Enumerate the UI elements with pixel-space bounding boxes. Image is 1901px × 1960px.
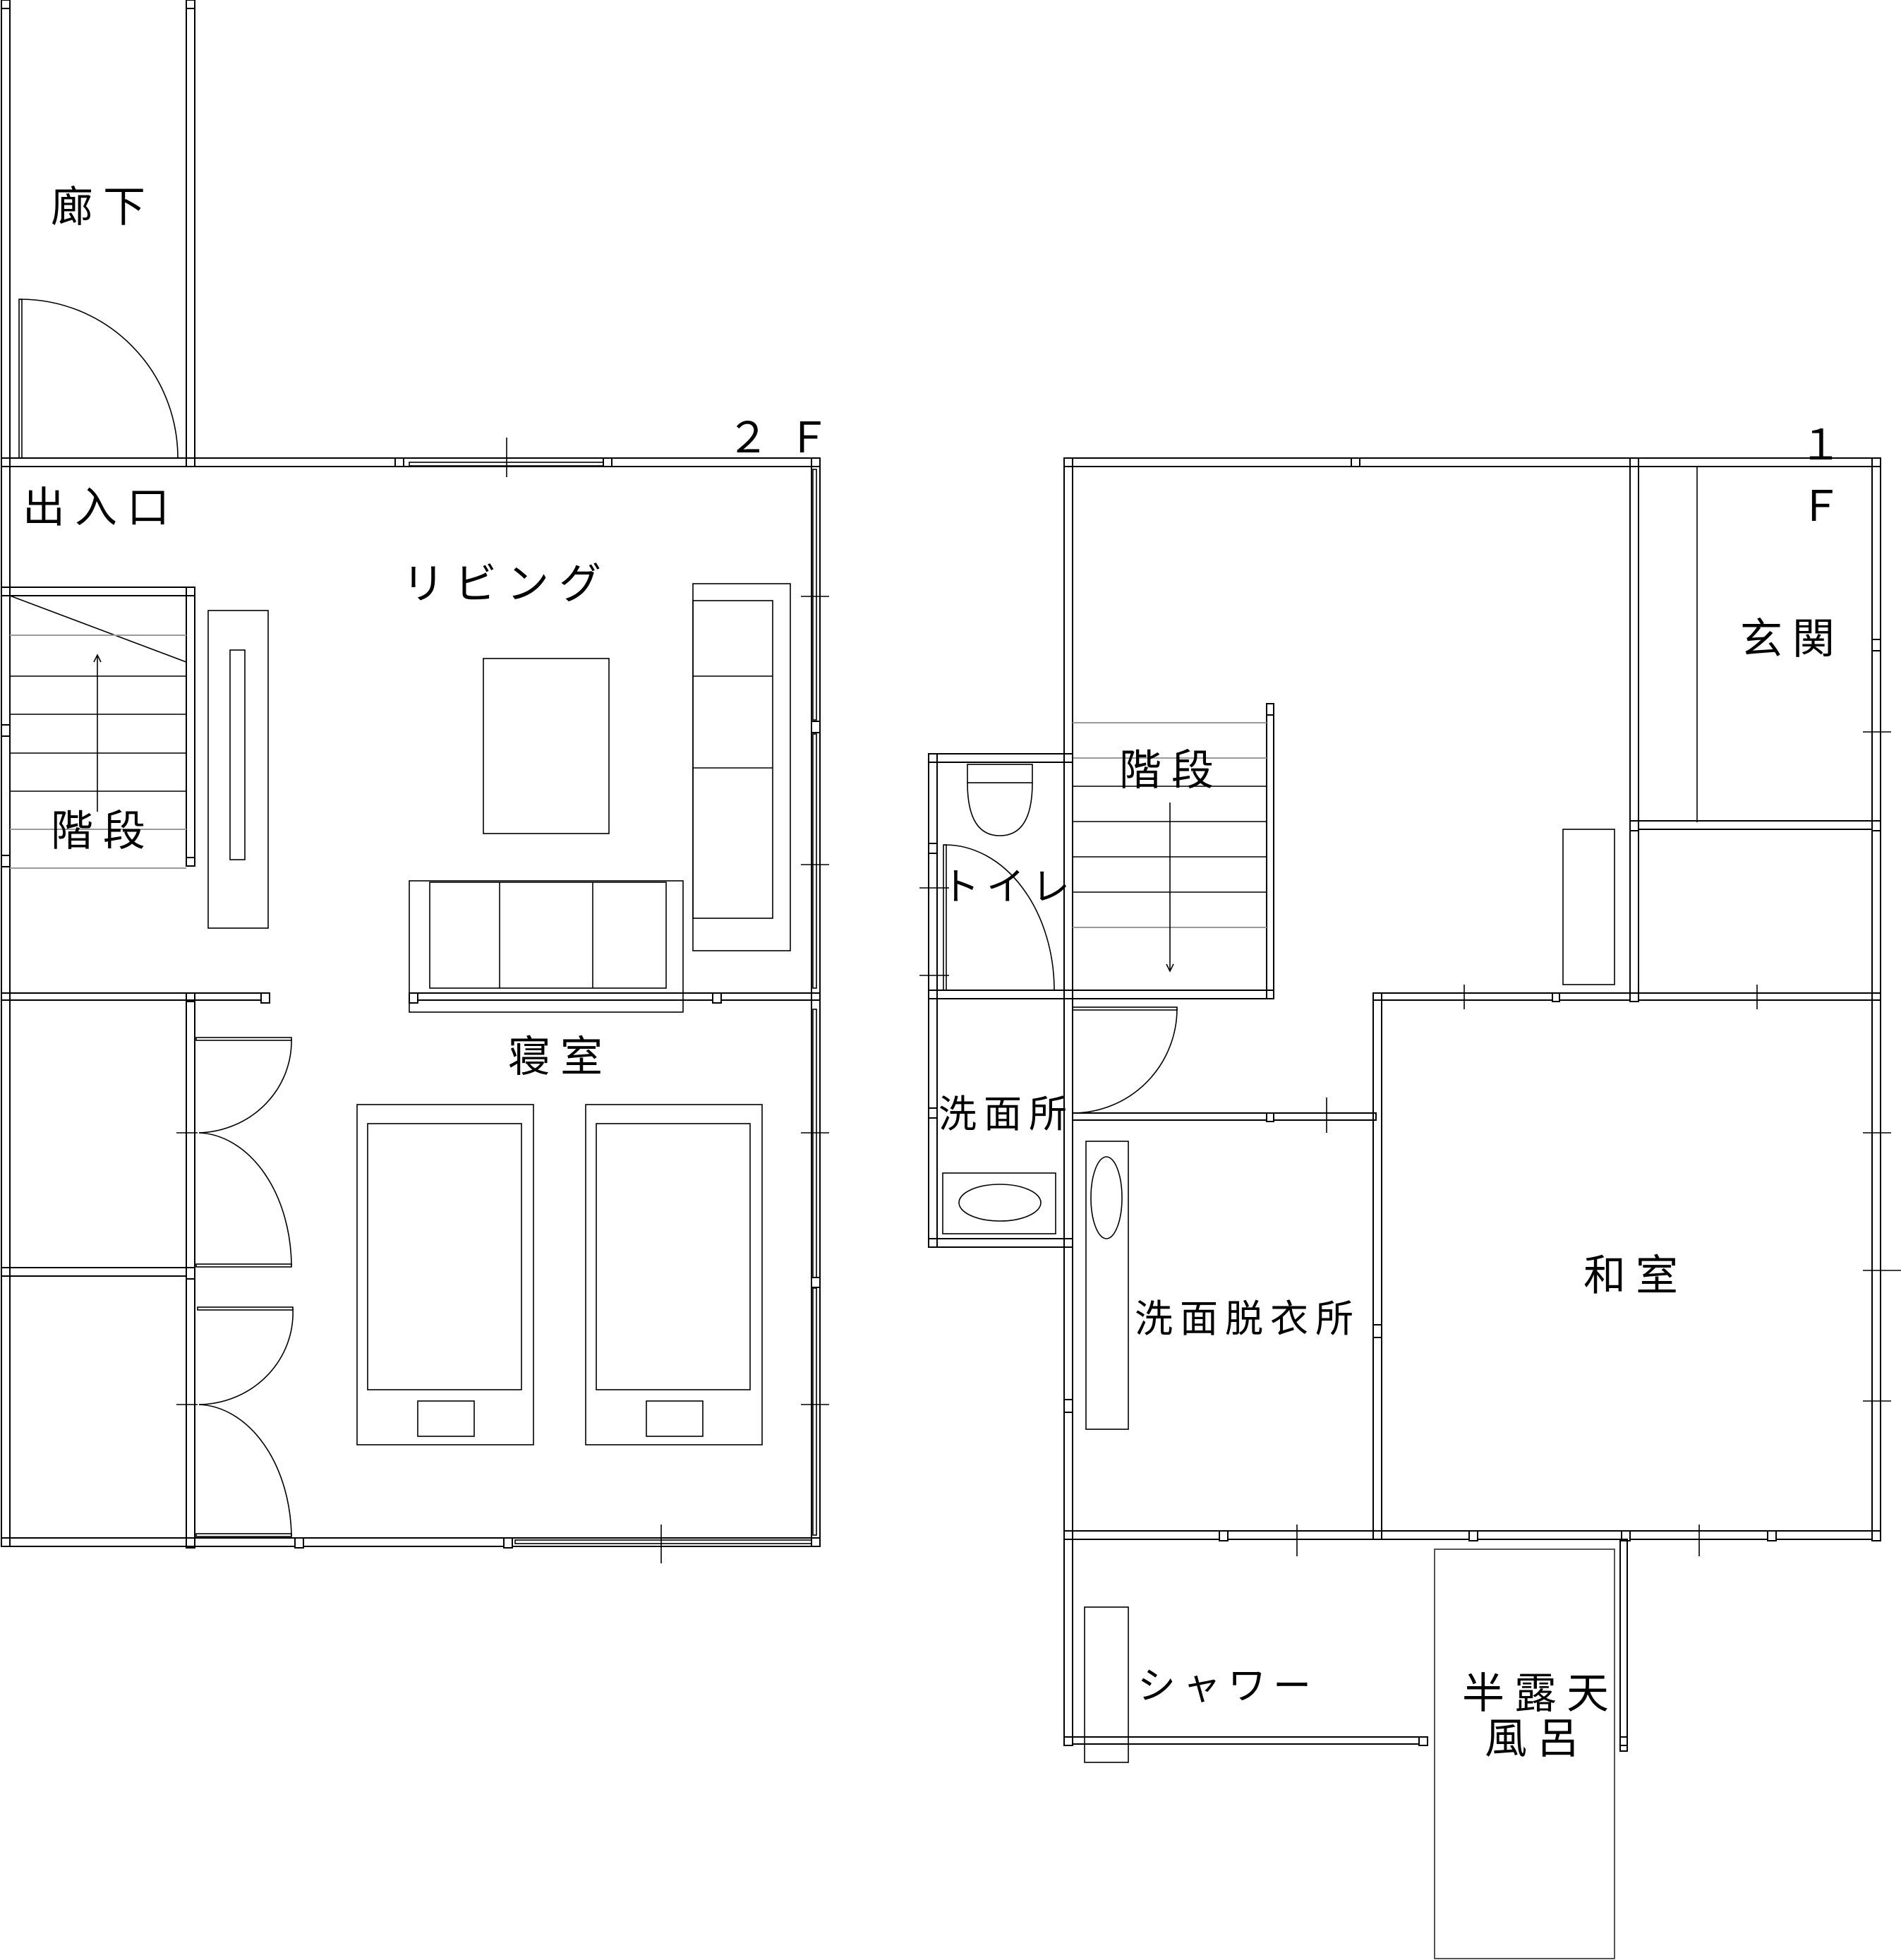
closet-door-lower-icon bbox=[176, 1306, 294, 1537]
floor-label-1f: １Ｆ bbox=[1799, 421, 1860, 531]
room-label-2f-stairs: 階段 bbox=[51, 807, 155, 856]
room-label-washitsu: 和室 bbox=[1583, 1251, 1688, 1301]
washroom-door-icon bbox=[1072, 1006, 1178, 1114]
tv-stand bbox=[207, 610, 269, 929]
shower-room bbox=[1063, 1539, 1628, 1763]
2f-stairs bbox=[1, 587, 195, 869]
genkan-wall bbox=[1629, 457, 1639, 999]
bed-right bbox=[585, 1104, 763, 1445]
room-label-bath-line2: 風呂 bbox=[1485, 1714, 1589, 1764]
first-floor-plan bbox=[919, 457, 1901, 1959]
2f-left-wall bbox=[1, 457, 11, 1547]
toilet-icon bbox=[967, 764, 1033, 836]
1f-stairs bbox=[1063, 703, 1274, 999]
room-label-1f-stairs: 階段 bbox=[1119, 746, 1224, 795]
floor-label-2f: ２Ｆ bbox=[727, 414, 848, 463]
room-label-bath-line1: 半露天 bbox=[1462, 1669, 1619, 1719]
room-label-entrance: 出入口 bbox=[23, 483, 179, 533]
room-label-corridor: 廊下 bbox=[51, 183, 155, 232]
room-label-washroom: 洗面所 bbox=[939, 1092, 1074, 1136]
room-label-living: リビング bbox=[402, 560, 611, 609]
shoe-cabinet bbox=[1562, 829, 1615, 985]
wash-basin-icon bbox=[942, 1172, 1056, 1234]
coffee-table bbox=[483, 658, 610, 834]
corridor-door-icon bbox=[18, 299, 179, 459]
2f-bottom-wall bbox=[1, 1537, 821, 1547]
room-label-genkan: 玄関 bbox=[1740, 615, 1845, 664]
room-label-dressing: 洗面脱衣所 bbox=[1135, 1297, 1360, 1341]
sofa-right bbox=[692, 583, 791, 951]
room-label-bedroom: 寝室 bbox=[508, 1033, 612, 1082]
sofa-bottom bbox=[409, 880, 684, 1013]
toilet-annex bbox=[919, 753, 1073, 1248]
room-label-toilet: トイレ bbox=[941, 865, 1077, 909]
1f-right-wall bbox=[1871, 457, 1881, 1540]
bed-left bbox=[356, 1104, 534, 1445]
corridor-right-wall bbox=[186, 0, 195, 461]
washitsu-wall bbox=[1372, 992, 1382, 1540]
closet-door-upper-icon bbox=[176, 1037, 292, 1268]
vanity-counter bbox=[1085, 1141, 1129, 1430]
1f-top-wall bbox=[1063, 457, 1881, 467]
semi-open-air-bath bbox=[1434, 1549, 1615, 1959]
room-label-shower: シャワー bbox=[1137, 1664, 1318, 1708]
second-floor-plan bbox=[1, 0, 829, 1563]
corridor-left-wall bbox=[1, 0, 11, 461]
